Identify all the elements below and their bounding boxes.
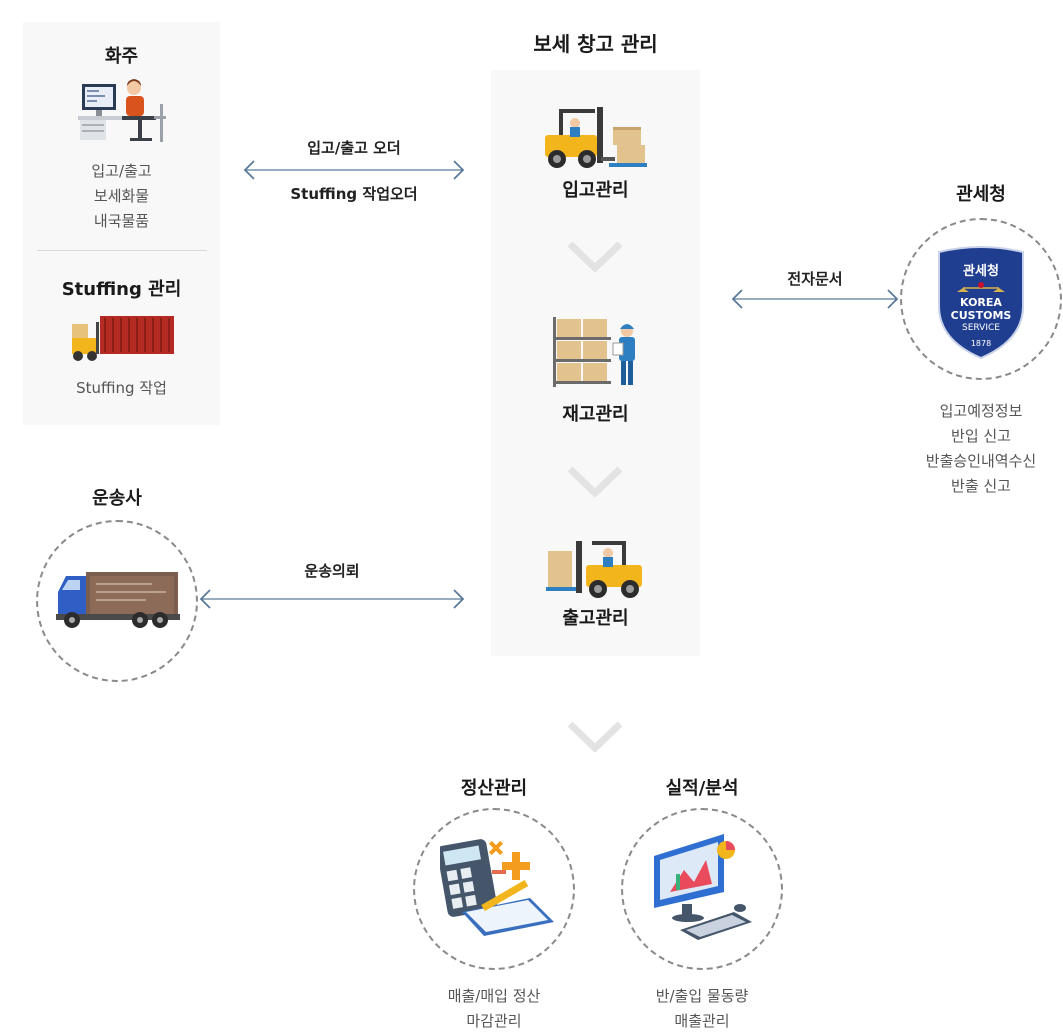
inventory-worker-icon bbox=[553, 317, 639, 389]
customs-line-3: 반출승인내역수신 bbox=[925, 452, 1037, 470]
transport-label: 운송의뢰 bbox=[304, 562, 360, 580]
shipper-illustration-icon bbox=[78, 74, 166, 144]
carrier-title: 운송사 bbox=[92, 488, 142, 509]
analysis-title: 실적/분석 bbox=[665, 778, 739, 799]
chevron-down-icon bbox=[566, 720, 624, 752]
customs-shield-icon bbox=[933, 244, 1029, 360]
double-arrow-customs bbox=[731, 287, 899, 311]
panel-divider bbox=[37, 250, 207, 251]
order-label-2: Stuffing 작업오더 bbox=[290, 185, 418, 203]
customs-line-1: 입고예정정보 bbox=[939, 402, 1023, 420]
step-outbound-label: 출고관리 bbox=[562, 608, 629, 629]
stuffing-line: Stuffing 작업 bbox=[76, 379, 167, 397]
container-forklift-icon bbox=[70, 314, 174, 362]
customs-badge-line-3: SERVICE bbox=[962, 323, 1000, 333]
settlement-line-2: 마감관리 bbox=[466, 1012, 522, 1030]
chevron-down-icon bbox=[566, 240, 624, 272]
settlement-title: 정산관리 bbox=[460, 778, 528, 799]
double-arrow-shipper bbox=[243, 158, 465, 182]
shipper-line-2: 보세화물 bbox=[93, 187, 150, 205]
double-arrow-carrier bbox=[199, 587, 465, 611]
edoc-label: 전자문서 bbox=[787, 270, 843, 288]
customs-line-2: 반입 신고 bbox=[951, 427, 1011, 445]
calculator-icon bbox=[440, 836, 556, 940]
customs-badge-line-1: KOREA bbox=[960, 296, 1002, 309]
analysis-line-1: 반/출입 물동량 bbox=[655, 987, 749, 1005]
forklift-outbound-icon bbox=[546, 537, 646, 599]
shipper-title: 화주 bbox=[104, 46, 139, 67]
shipper-panel bbox=[23, 22, 220, 425]
shipper-line-1: 입고/출고 bbox=[91, 162, 152, 180]
customs-title: 관세청 bbox=[956, 184, 1006, 205]
monitor-chart-icon bbox=[650, 830, 760, 944]
customs-badge-kr: 관세청 bbox=[963, 264, 999, 279]
customs-badge-line-2: CUSTOMS bbox=[950, 309, 1012, 322]
shipper-line-3: 내국물품 bbox=[93, 212, 150, 230]
customs-line-4: 반출 신고 bbox=[951, 477, 1011, 495]
warehouse-title: 보세 창고 관리 bbox=[533, 32, 658, 56]
settlement-line-1: 매출/매입 정산 bbox=[447, 987, 541, 1005]
step-inbound-label: 입고관리 bbox=[562, 180, 629, 201]
order-label-1: 입고/출고 오더 bbox=[307, 139, 401, 157]
analysis-line-2: 매출관리 bbox=[674, 1012, 730, 1030]
step-inventory-label: 재고관리 bbox=[562, 404, 629, 425]
customs-badge-year: 1878 bbox=[970, 339, 992, 348]
forklift-inbound-icon bbox=[545, 103, 647, 169]
truck-icon bbox=[56, 570, 180, 632]
stuffing-title: Stuffing 관리 bbox=[61, 279, 182, 300]
chevron-down-icon bbox=[566, 465, 624, 497]
